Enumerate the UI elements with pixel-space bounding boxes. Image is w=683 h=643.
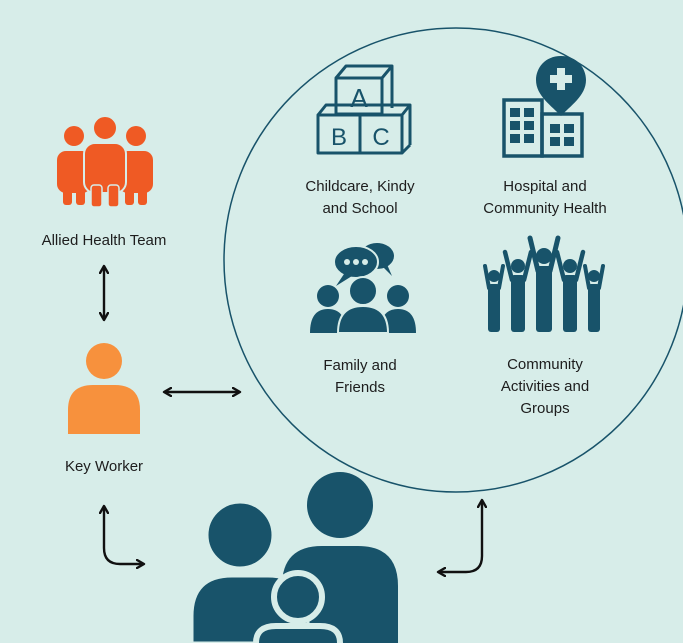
community-label-line1: Community (507, 356, 583, 373)
key-worker-label: Key Worker (34, 456, 174, 478)
person-icon (68, 343, 140, 434)
community-label-line2: Activities and (500, 378, 590, 395)
block-letter-a: A (350, 83, 368, 113)
hospital-label-line1: Hospital and (503, 178, 587, 195)
cheering-crowd-icon (483, 235, 605, 332)
hospital-label-line2: Community Health (483, 200, 607, 217)
allied-health-label-text: Allied Health Team (41, 232, 167, 249)
family-friends-label-line2: Friends (334, 379, 386, 396)
community-circle (223, 27, 683, 493)
family-friends-label-line1: Family and (323, 357, 397, 374)
childcare-label-line1: Childcare, Kindy (305, 178, 415, 195)
family-friends-label: Family and Friends (300, 355, 420, 399)
hospital-label: Hospital and Community Health (460, 176, 630, 220)
arrow-community-family (438, 500, 482, 572)
arrow-keyworker-family (104, 506, 144, 564)
community-label: Community Activities and Groups (470, 354, 620, 420)
chat-group-icon (310, 243, 416, 334)
childcare-label: Childcare, Kindy and School (280, 176, 440, 220)
community-label-line3: Groups (520, 400, 570, 417)
block-letter-c: C (372, 124, 389, 151)
family-icon (190, 472, 398, 643)
key-worker-label-text: Key Worker (64, 458, 144, 475)
group-of-people-icon (57, 115, 153, 208)
hospital-building-icon (502, 56, 586, 158)
block-letter-b: B (331, 124, 347, 151)
abc-blocks-icon (316, 64, 412, 155)
childcare-label-line2: and School (322, 200, 398, 217)
allied-health-label: Allied Health Team (14, 230, 194, 252)
